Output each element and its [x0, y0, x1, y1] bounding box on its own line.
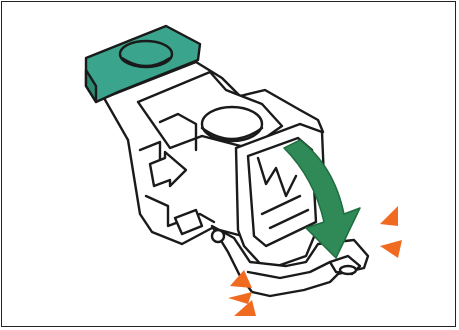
staple-cartridge-drawing: [102, 60, 370, 298]
push-down-arrow-shape: [283, 139, 361, 259]
click-mark-left-lower: [234, 300, 256, 316]
lower-left-frame: [144, 194, 216, 228]
front-panel-ribs: [260, 194, 310, 230]
housing-step-upper: [158, 112, 198, 152]
handle-grip: [118, 39, 174, 69]
push-down-arrow: [283, 139, 361, 259]
click-mark-left-upper: [230, 270, 252, 288]
click-indicator-marks: [228, 206, 402, 316]
bottom-bracket-inner: [246, 260, 332, 280]
release-lever-tab: [338, 264, 358, 276]
handle-front: [84, 68, 98, 104]
cartridge-handle: [84, 24, 202, 104]
embossed-arrow: [148, 150, 188, 188]
spring-opening: [200, 105, 264, 143]
handle-grip-shadow: [121, 56, 171, 68]
click-mark-right-lower: [380, 240, 402, 258]
click-mark-left-middle: [228, 292, 252, 304]
spring-opening-rim: [200, 126, 264, 141]
lower-left-slot: [173, 208, 204, 236]
click-mark-right-upper: [380, 206, 398, 226]
front-panel-guide: [256, 156, 298, 198]
pivot-pin: [210, 228, 226, 244]
